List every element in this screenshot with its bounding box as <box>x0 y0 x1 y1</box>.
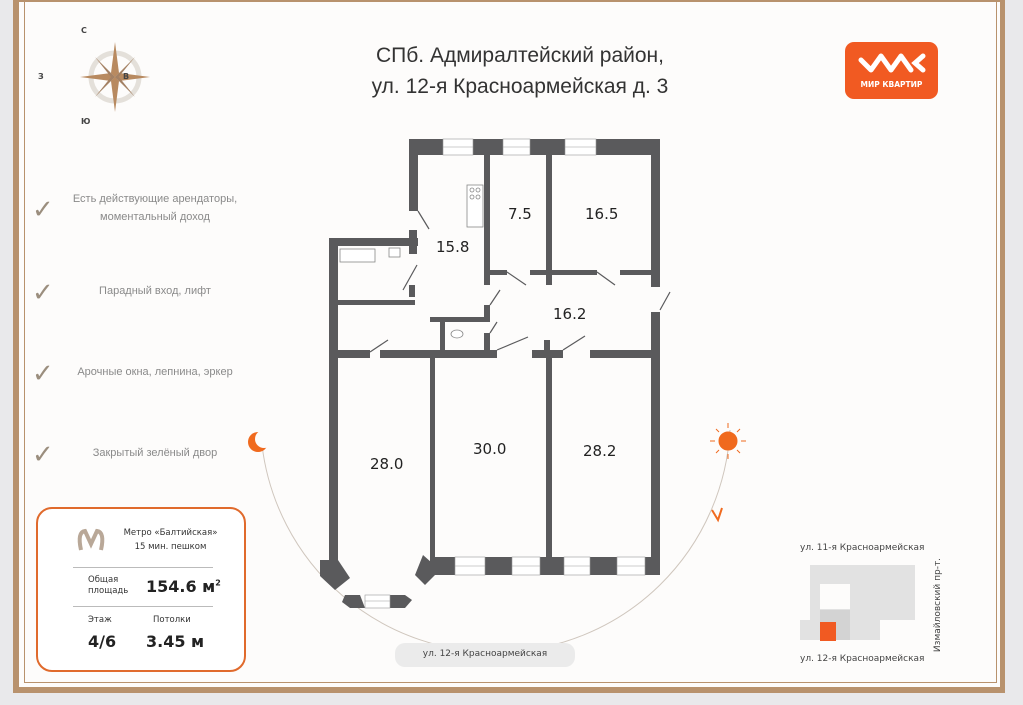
feature-2: Парадный вход, лифт <box>99 285 211 297</box>
area-value: 154.6 м2 <box>146 577 221 596</box>
check-icon: ✓ <box>32 278 54 308</box>
logo-mark-icon <box>858 53 925 73</box>
check-icon: ✓ <box>32 359 54 389</box>
divider <box>73 606 213 607</box>
ceiling-value: 3.45 м <box>146 632 205 651</box>
moon-icon <box>248 430 273 452</box>
compass-south: Ю <box>81 117 91 126</box>
map-bottom-street: ул. 12-я Красноармейская <box>800 654 925 664</box>
title-line-1: СПб. Адмиралтейский район, <box>376 44 664 67</box>
compass-north: С <box>81 26 87 35</box>
area-number: 154.6 м <box>146 577 216 596</box>
feature-4: Закрытый зелёный двор <box>92 447 218 459</box>
windows <box>364 138 646 609</box>
logo-name: МИР КВАРТИР <box>860 80 923 89</box>
area-label-1: Общая <box>88 575 119 585</box>
feature-1: Есть действующие арендаторы, моментальны… <box>72 193 238 223</box>
toilet-icon <box>450 329 464 339</box>
room-right-area: 28.2 <box>583 442 617 460</box>
metro-time: 15 мин. пешком <box>134 542 207 552</box>
building-highlight <box>820 622 836 641</box>
room-hall-area: 16.2 <box>553 305 587 323</box>
room-middle-area: 30.0 <box>473 440 507 458</box>
area-unit: 2 <box>215 578 221 588</box>
doors <box>369 210 671 353</box>
floor-label: Этаж <box>88 615 112 625</box>
street-label-bottom: ул. 12-я Красноармейская <box>422 649 548 659</box>
map-top-street: ул. 11-я Красноармейская <box>800 543 925 553</box>
bathtub-icon <box>339 248 376 263</box>
sun-icon <box>710 423 746 459</box>
room-left-area: 28.0 <box>370 455 404 473</box>
compass-rose-icon <box>80 42 150 112</box>
title-line-2: ул. 12-я Красноармейская д. 3 <box>371 75 669 98</box>
metro-icon <box>77 528 105 551</box>
room-top-right-area: 16.5 <box>585 205 619 223</box>
stove-icon <box>466 184 484 228</box>
brand-logo: МИР КВАРТИР <box>845 42 938 99</box>
street-label-bg <box>395 643 575 667</box>
inner-border <box>24 2 997 683</box>
sink-icon <box>388 247 401 258</box>
floor-value: 4/6 <box>88 632 117 651</box>
info-card: Метро «Балтийская» 15 мин. пешком Общая … <box>36 507 246 672</box>
feature-3: Арочные окна, лепнина, эркер <box>77 366 233 378</box>
arrow-icon <box>711 507 723 523</box>
check-icon: ✓ <box>32 195 54 225</box>
divider <box>73 567 213 568</box>
fixtures <box>339 184 484 339</box>
compass-east: В <box>123 72 130 81</box>
location-map <box>800 565 915 640</box>
room-small-area: 7.5 <box>508 205 532 223</box>
ceiling-label: Потолки <box>153 615 191 625</box>
area-label-2: площадь <box>88 586 129 596</box>
map-side-street: Измайловский пр-т. <box>933 557 943 653</box>
room-kitchen-area: 15.8 <box>436 238 470 256</box>
compass-west: З <box>38 72 44 81</box>
page-title: СПб. Адмиралтейский район, ул. 12-я Крас… <box>300 40 740 102</box>
metro-name: Метро «Балтийская» <box>123 528 218 538</box>
check-icon: ✓ <box>32 440 54 470</box>
